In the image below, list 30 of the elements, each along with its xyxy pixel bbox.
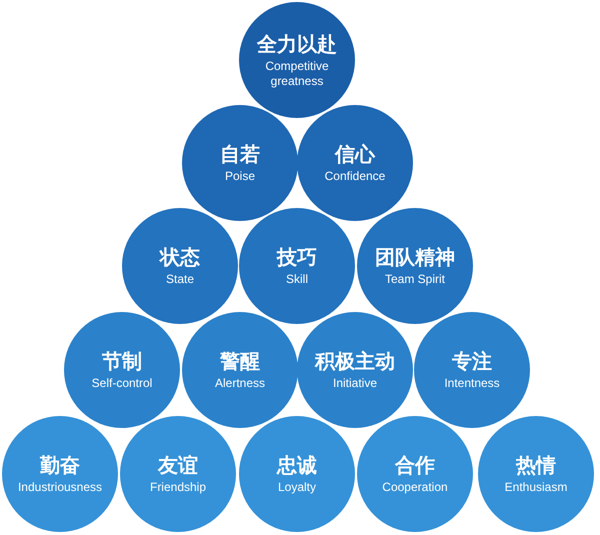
chinese-label: 警醒 bbox=[220, 349, 260, 373]
chinese-label: 忠诚 bbox=[277, 453, 317, 477]
chinese-label: 节制 bbox=[102, 349, 142, 373]
chinese-label: 技巧 bbox=[277, 245, 317, 269]
chinese-label: 专注 bbox=[452, 349, 492, 373]
english-label: Enthusiasm bbox=[504, 480, 568, 495]
chinese-label: 热情 bbox=[516, 453, 556, 477]
english-label: Skill bbox=[286, 272, 308, 287]
english-label: Team Spirit bbox=[384, 272, 446, 287]
english-label: Poise bbox=[224, 169, 256, 184]
chinese-label: 自若 bbox=[220, 142, 260, 166]
chinese-label: 全力以赴 bbox=[257, 32, 337, 56]
english-label: State bbox=[166, 272, 194, 287]
chinese-label: 信心 bbox=[335, 142, 375, 166]
english-label: Friendship bbox=[150, 480, 206, 495]
chinese-label: 友谊 bbox=[158, 453, 198, 477]
english-label: Cooperation bbox=[382, 480, 448, 495]
chinese-label: 合作 bbox=[395, 453, 435, 477]
english-label: Confidence bbox=[324, 169, 386, 184]
chinese-label: 积极主动 bbox=[315, 349, 395, 373]
english-label: Competitive greatness bbox=[264, 58, 330, 88]
english-label: Self-control bbox=[92, 376, 152, 391]
english-label: Initiative bbox=[332, 376, 378, 391]
english-label: Loyalty bbox=[278, 480, 316, 495]
english-label: Intentness bbox=[444, 376, 500, 391]
chinese-label: 状态 bbox=[160, 245, 200, 269]
english-label: Alertness bbox=[214, 376, 266, 391]
english-label: Industriousness bbox=[18, 480, 102, 495]
chinese-label: 勤奋 bbox=[40, 453, 80, 477]
chinese-label: 团队精神 bbox=[375, 245, 455, 269]
